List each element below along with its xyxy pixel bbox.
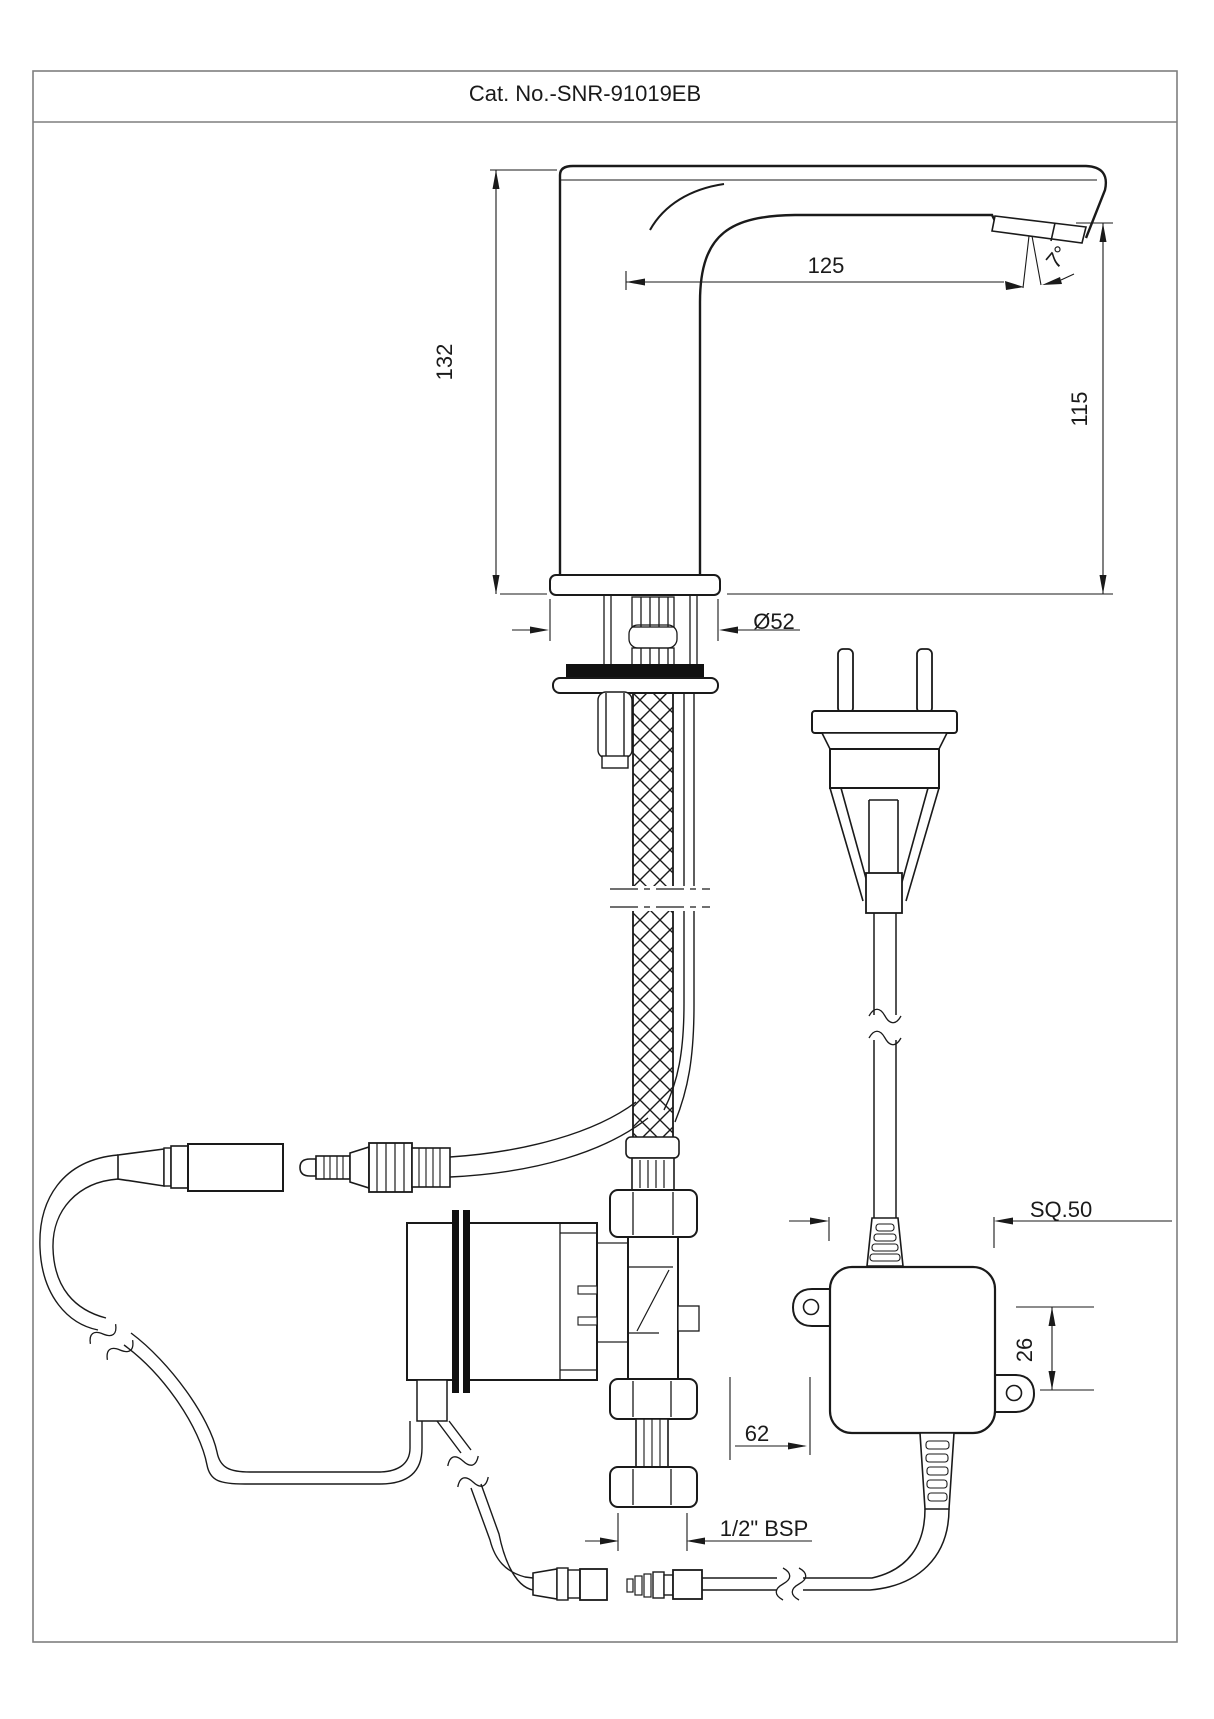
dimension-lines bbox=[490, 169, 1172, 1551]
terminal-pin bbox=[577, 1316, 598, 1326]
catalog-number: Cat. No.-SNR-91019EB bbox=[469, 81, 701, 106]
hex-nut-top bbox=[609, 1189, 698, 1238]
dim-outlet-height: 115 bbox=[1067, 391, 1092, 426]
sensor-jack-cable bbox=[449, 1101, 649, 1178]
coil-terminal-stud bbox=[416, 1379, 448, 1422]
solenoid-valve bbox=[406, 1189, 700, 1508]
power-connector-male bbox=[626, 1569, 703, 1600]
base-flange bbox=[549, 574, 721, 596]
hex-nut-inlet-top bbox=[609, 1378, 698, 1420]
cable-break bbox=[85, 1318, 121, 1350]
mount-hole-right bbox=[1005, 1384, 1023, 1402]
hex-nut-inlet-bottom bbox=[609, 1466, 698, 1508]
cable-break bbox=[775, 1567, 791, 1601]
control-box bbox=[791, 1217, 1036, 1510]
jack-tip bbox=[299, 1158, 317, 1177]
dim-spout-reach: 125 bbox=[808, 253, 845, 278]
dim-mount-hole-offset: 26 bbox=[1012, 1338, 1037, 1362]
sensor-loop-cable bbox=[39, 1154, 423, 1485]
faucet-body bbox=[558, 164, 1107, 575]
terminal-pin bbox=[577, 1285, 598, 1295]
cable-break bbox=[791, 1567, 807, 1601]
sensor-cable bbox=[663, 693, 695, 1123]
dim-control-box-square: SQ.50 bbox=[1030, 1197, 1092, 1222]
power-plug bbox=[811, 648, 958, 914]
sheet-border bbox=[32, 70, 1178, 1643]
cable-break bbox=[444, 1448, 482, 1474]
aerator bbox=[991, 215, 1087, 244]
dim-faucet-height: 132 bbox=[432, 344, 457, 381]
mounting-stud bbox=[597, 691, 633, 769]
rubber-gasket bbox=[566, 664, 704, 679]
spout-bend-arc bbox=[649, 183, 725, 231]
dim-base-diameter: Ø52 bbox=[753, 609, 795, 634]
dim-outlet-angle: 7° bbox=[1041, 241, 1074, 273]
mount-hole-left bbox=[802, 1298, 820, 1316]
mounting-washer bbox=[552, 677, 719, 694]
box-output-cable bbox=[702, 1508, 950, 1601]
sensor-jack-female bbox=[117, 1143, 284, 1192]
mounting-shank bbox=[603, 595, 698, 666]
cable-break bbox=[454, 1469, 492, 1495]
dimension-arrows bbox=[492, 170, 1107, 1545]
solenoid-power-cable bbox=[436, 1420, 534, 1591]
dim-valve-offset: 62 bbox=[745, 1421, 769, 1446]
hose-end-fitting bbox=[625, 1136, 680, 1191]
sensor-jack-male bbox=[299, 1142, 451, 1193]
plug-pin-right bbox=[916, 648, 933, 714]
power-cable bbox=[868, 913, 902, 1218]
solenoid-coil bbox=[406, 1222, 598, 1381]
break-lines bbox=[610, 888, 710, 908]
valve-bracket bbox=[596, 1242, 629, 1343]
valve-pipe bbox=[627, 1237, 679, 1378]
braided-hose bbox=[610, 694, 710, 1191]
plug-pin-left bbox=[837, 648, 854, 714]
outlet-port bbox=[677, 1305, 700, 1332]
faucet-base bbox=[549, 574, 721, 769]
power-connector-female bbox=[532, 1567, 608, 1601]
dim-inlet-thread: 1/2" BSP bbox=[720, 1516, 809, 1541]
cable-break bbox=[102, 1334, 138, 1366]
